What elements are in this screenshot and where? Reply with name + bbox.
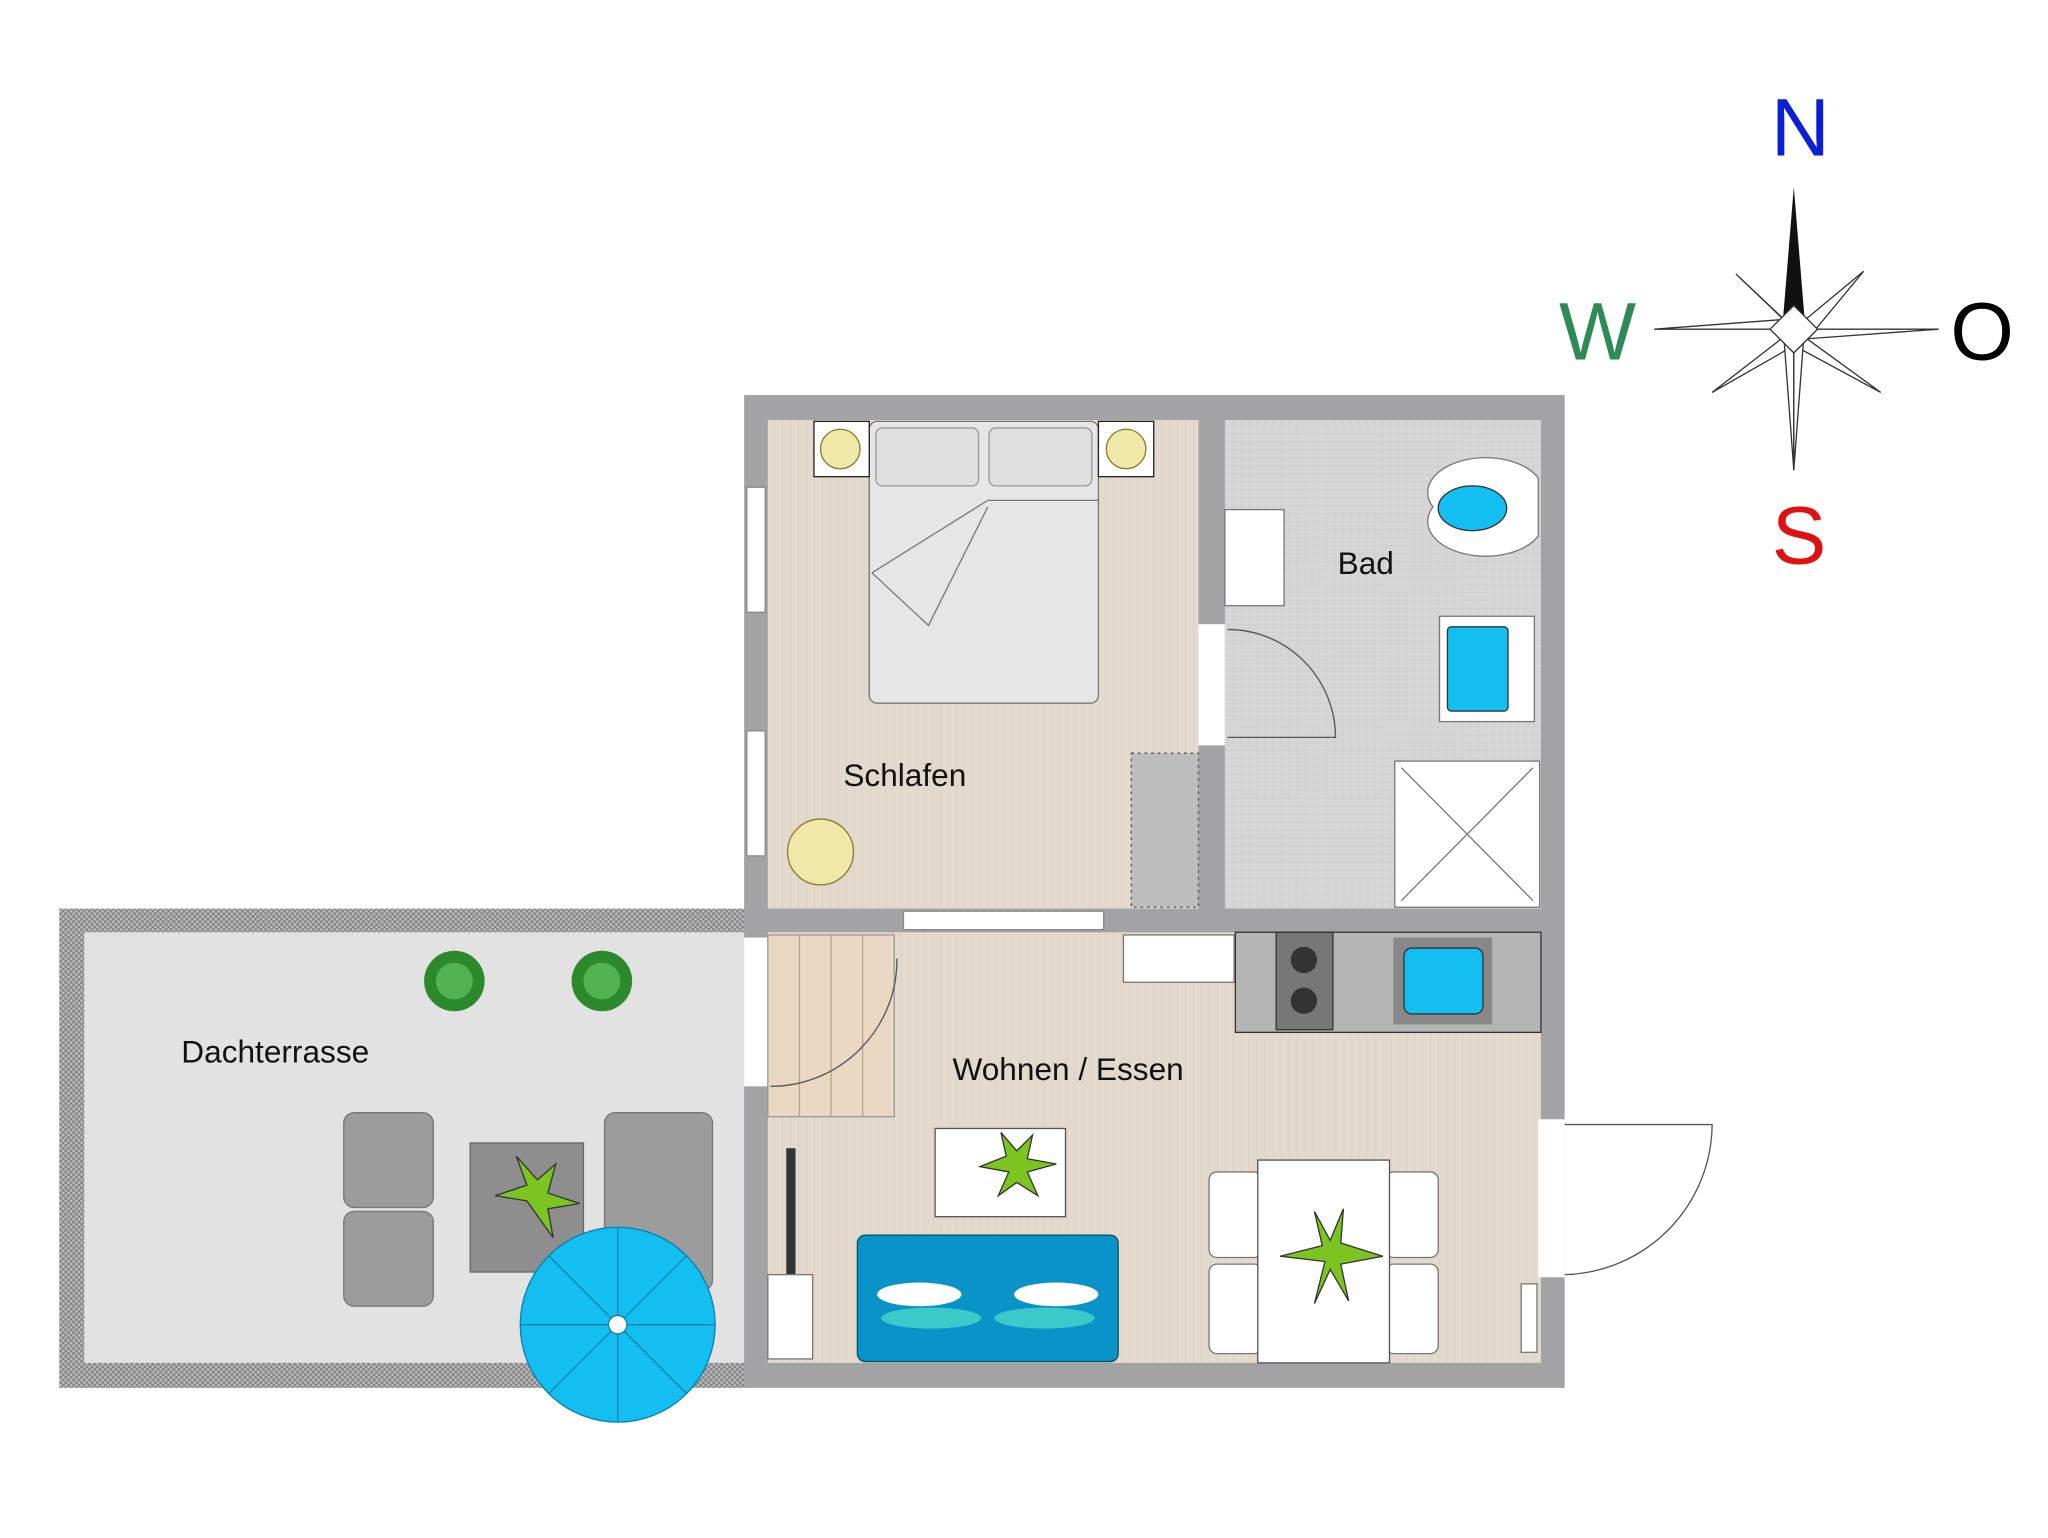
compass-north: N — [1771, 82, 1830, 173]
washbasin — [1438, 615, 1536, 723]
compass-south: S — [1772, 491, 1826, 582]
kitchen-shelf — [1122, 934, 1235, 983]
room-label-schlafen: Schlafen — [843, 757, 966, 793]
door-opening-terrace[interactable] — [744, 937, 768, 1087]
compass-east: O — [1950, 286, 2014, 377]
door-opening-bad[interactable] — [1198, 624, 1225, 746]
north-needle — [1783, 186, 1805, 317]
room-label-wohnen: Wohnen / Essen — [952, 1051, 1183, 1087]
terrace — [59, 908, 747, 1423]
plant — [1280, 1208, 1384, 1304]
plant — [494, 1155, 580, 1239]
coffee-table — [934, 1127, 1067, 1218]
sofa — [856, 1234, 1119, 1363]
lamps — [786, 420, 1155, 886]
room-label-bad: Bad — [1338, 545, 1394, 581]
stairs — [767, 934, 898, 1118]
bath-cabinet — [1224, 508, 1285, 607]
compass-west: W — [1559, 286, 1636, 377]
windows[interactable] — [746, 486, 1565, 1278]
plant — [977, 1132, 1057, 1198]
shrub — [424, 950, 633, 1012]
stove — [1275, 931, 1334, 1031]
kitchen-sink — [1393, 937, 1493, 1025]
dining-set — [1208, 1159, 1439, 1364]
tv-cabinet — [767, 1273, 814, 1360]
radiator — [1520, 1283, 1538, 1353]
door-entrance[interactable] — [1564, 1123, 1713, 1276]
parasol — [519, 1226, 716, 1423]
lounge-chairs — [343, 1112, 714, 1307]
wardrobe — [1130, 752, 1200, 908]
bed — [868, 420, 1100, 704]
tv — [786, 1148, 796, 1275]
shower — [1394, 760, 1541, 908]
room-label-terrasse: Dachterrasse — [181, 1034, 369, 1070]
toilet — [1427, 457, 1539, 557]
door-bad[interactable] — [1227, 628, 1337, 739]
compass-rose: N W O S — [1559, 82, 2014, 581]
